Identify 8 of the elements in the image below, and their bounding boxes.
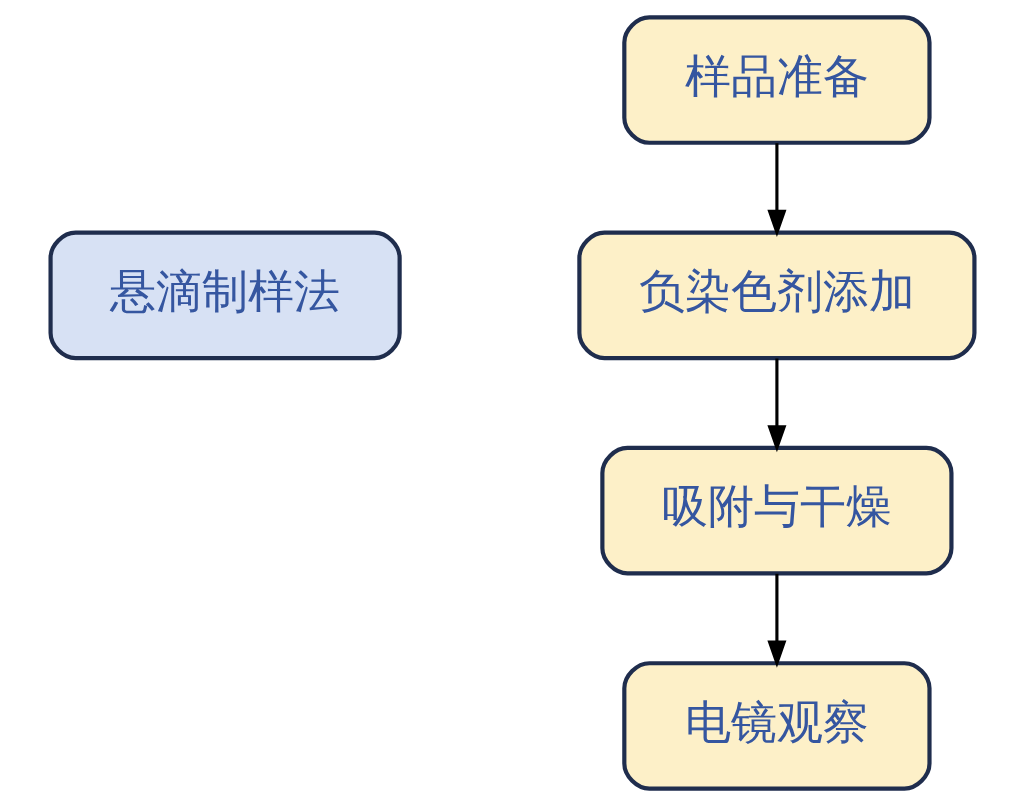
node-box: 样品准备 [621,14,932,145]
node-box: 悬滴制样法 [48,230,402,360]
node-box: 电镜观察 [621,660,932,791]
arrow [766,142,786,237]
arrow [766,573,786,668]
node-box: 吸附与干燥 [599,445,954,575]
arrow [766,358,786,452]
node-box: 负染色剂添加 [576,230,976,360]
